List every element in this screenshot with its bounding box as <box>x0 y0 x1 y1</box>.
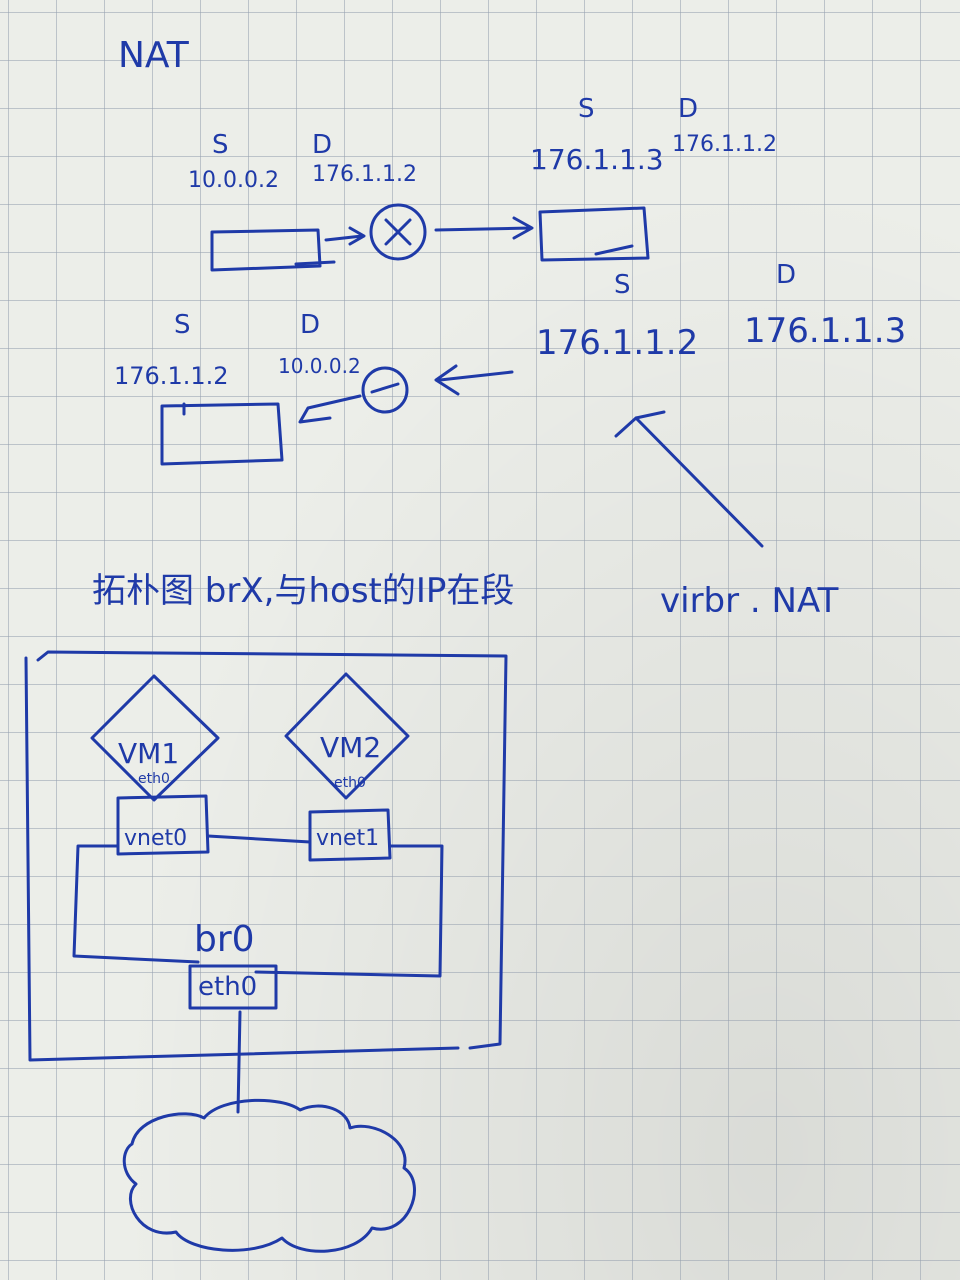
vm2-label: VM2 <box>320 731 382 764</box>
host-eth0-label: eth0 <box>198 972 258 1002</box>
final-src-label: S <box>174 310 191 340</box>
vnet1-box <box>310 810 390 860</box>
vnet1-label: vnet1 <box>316 826 380 851</box>
arrow-return <box>436 366 512 394</box>
host-box <box>26 652 506 1060</box>
outbound-packet-box <box>212 230 334 270</box>
outbound-dst-label: D <box>312 130 333 160</box>
bridge-label: br0 <box>194 919 255 960</box>
virbr-pointer-arrow <box>616 412 762 546</box>
network-cloud-icon <box>124 1100 414 1251</box>
return-nat-router-icon <box>363 368 407 412</box>
outbound-dst-ip: 176.1.1.2 <box>312 162 417 187</box>
translated-src-label: S <box>578 94 595 124</box>
nat-router-icon <box>371 205 425 259</box>
outbound-src-label: S <box>212 130 229 160</box>
translated-dst-label: D <box>678 94 699 124</box>
translated-packet-box <box>540 208 648 260</box>
vm1-nic-label: eth0 <box>138 771 170 787</box>
reply-dst-label: D <box>776 260 797 290</box>
final-src-ip: 176.1.1.2 <box>114 362 229 390</box>
arrow-to-nat <box>326 228 364 244</box>
final-dst-label: D <box>300 310 321 340</box>
vm2-diamond <box>286 674 408 798</box>
bridge-loop <box>74 836 442 976</box>
host-eth0-box <box>190 966 276 1008</box>
reply-src-label: S <box>614 270 631 300</box>
translated-src-ip: 176.1.1.3 <box>530 143 664 176</box>
outbound-src-ip: 10.0.0.2 <box>188 168 279 193</box>
arrow-to-final <box>300 396 360 422</box>
vm1-diamond <box>92 676 218 800</box>
arrow-to-translated <box>436 218 532 238</box>
final-packet-box <box>162 404 282 464</box>
translated-dst-ip: 176.1.1.2 <box>672 132 777 157</box>
page-title: NAT <box>118 35 189 76</box>
reply-dst-ip: 176.1.1.3 <box>744 311 907 351</box>
vnet0-box <box>118 796 208 854</box>
reply-src-ip: 176.1.1.2 <box>536 323 699 363</box>
final-dst-ip: 10.0.0.2 <box>278 354 361 378</box>
vm1-label: VM1 <box>118 737 180 770</box>
vm2-nic-label: eth0 <box>334 775 366 791</box>
vnet0-label: vnet0 <box>124 826 188 851</box>
topology-heading: 拓朴图 brX,与host的IP在段 <box>92 571 515 611</box>
virbr-note: virbr . NAT <box>660 581 839 621</box>
uplink-line <box>238 1012 240 1112</box>
